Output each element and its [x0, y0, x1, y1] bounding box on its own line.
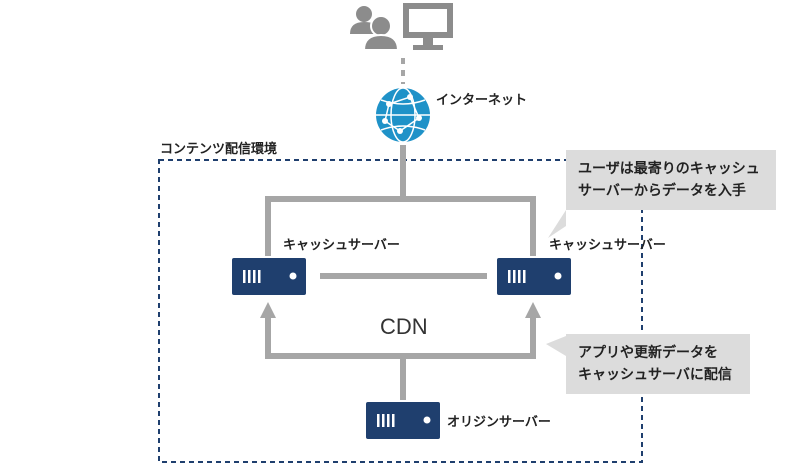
server-icon [232, 258, 306, 295]
arrow-up-left [260, 302, 276, 318]
server-icon [497, 258, 571, 295]
connectors [265, 58, 536, 400]
environment-label: コンテンツ配信環境 [160, 142, 278, 157]
cdn-label: CDN [380, 314, 428, 339]
callout-origin-distribute-line2: キャッシュサーバに配信 [578, 367, 732, 383]
globe-icon [376, 87, 430, 143]
callout-top-tail [548, 210, 566, 238]
callout-origin-distribute-line1: アプリや更新データを [578, 345, 718, 361]
cache-server-right-label: キャッシュサーバー [549, 238, 666, 253]
callout-bottom-tail [546, 336, 566, 356]
cache-server-left-label: キャッシュサーバー [283, 238, 400, 253]
server-icon [366, 402, 440, 439]
monitor-icon [403, 3, 453, 50]
arrow-up-right [525, 302, 541, 318]
users-icon [350, 6, 400, 51]
callout-user-fetch-line2: サーバーからデータを入手 [578, 183, 746, 199]
callout-origin-distribute: アプリや更新データを キャッシュサーバに配信 [566, 334, 750, 394]
origin-server-label: オリジンサーバー [447, 415, 551, 430]
callout-user-fetch-line1: ユーザは最寄りのキャッシュ [578, 161, 760, 177]
callout-user-fetch: ユーザは最寄りのキャッシュ サーバーからデータを入手 [566, 150, 776, 210]
environment-boundary [158, 159, 643, 463]
internet-label: インターネット [436, 93, 528, 108]
link-top-branch [265, 196, 536, 256]
